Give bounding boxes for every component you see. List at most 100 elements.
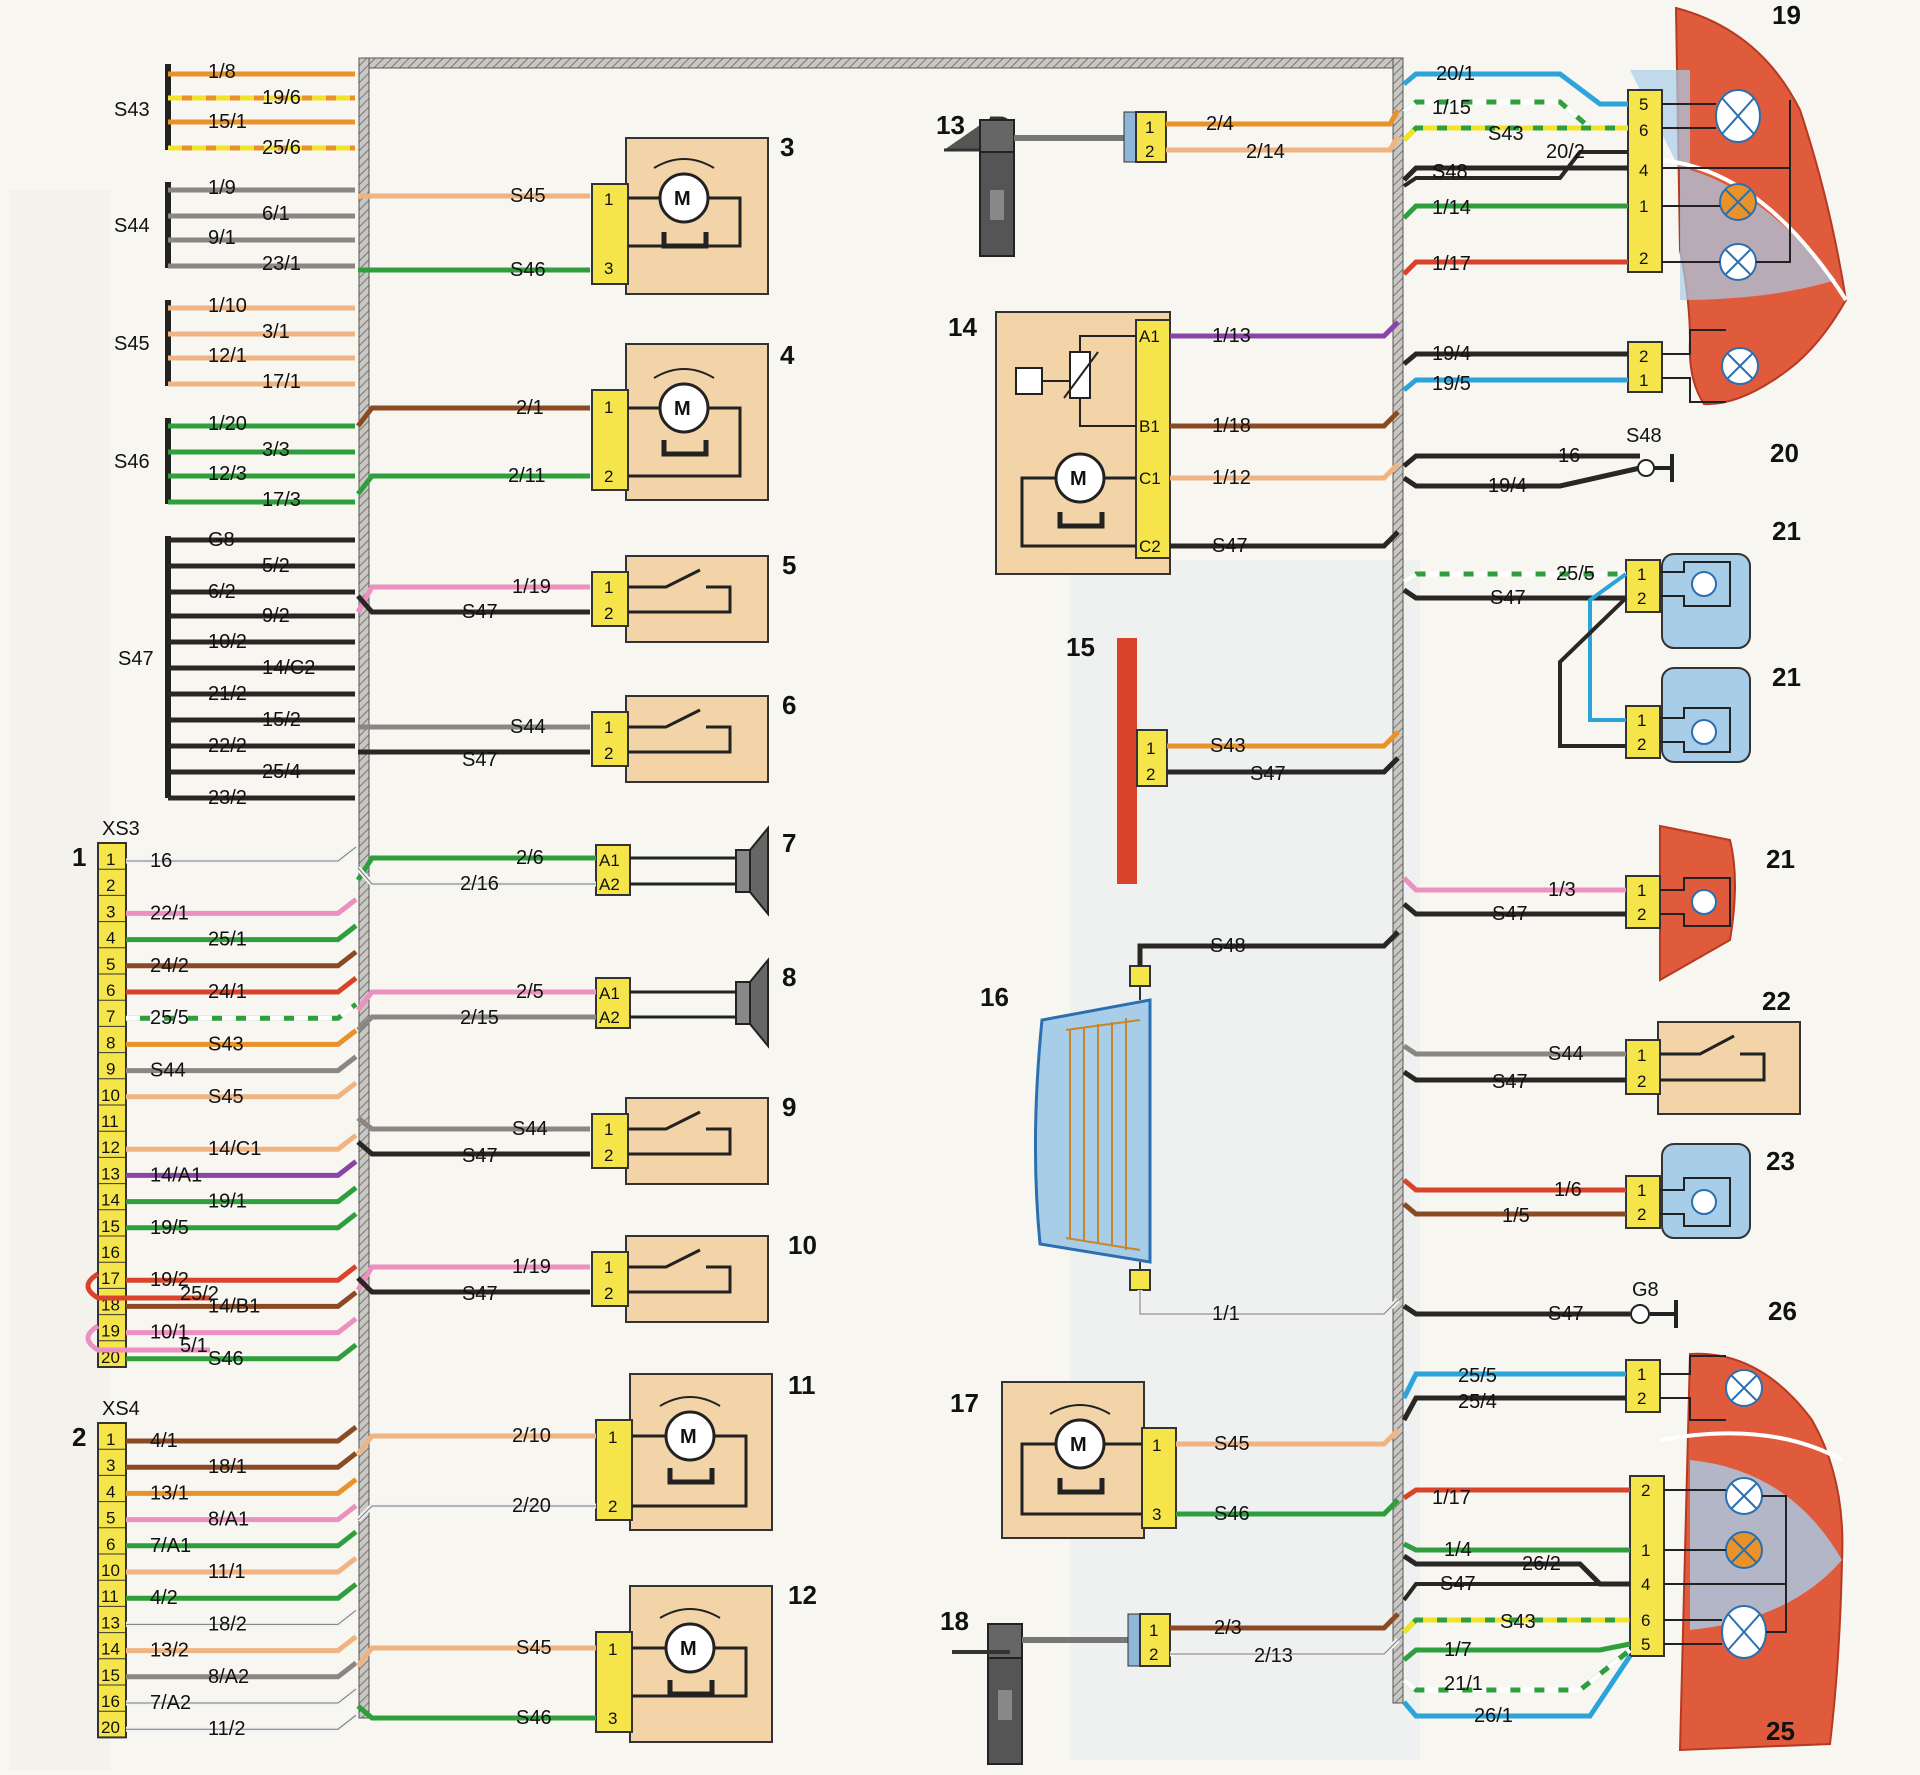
xs4-pin-5: 6 <box>106 1535 115 1554</box>
device-18-sensor: 1 2 2/3 2/13 18 <box>940 1606 1400 1765</box>
s45-wire-1: 1/10 <box>208 295 247 317</box>
d16-wire-1: S48 <box>1210 935 1246 957</box>
device-13-sensor: 1 2 2/4 2/14 13 <box>936 108 1401 257</box>
d5-pin-2: 2 <box>604 604 613 623</box>
component-10-number: 10 <box>788 1230 817 1260</box>
d5-pin-1: 1 <box>604 578 613 597</box>
device-17-motor: 1 3 M S45 S46 17 <box>950 1381 1400 1539</box>
motor-17-symbol: M <box>1070 1434 1087 1456</box>
d9-pin-2: 2 <box>604 1146 613 1165</box>
component-17-number: 17 <box>950 1388 979 1418</box>
d25-wire-6: 1/7 <box>1444 1639 1472 1661</box>
xs4-wire-6: 11/1 <box>208 1561 245 1583</box>
d26-ground: G8 <box>1632 1279 1659 1301</box>
device-14-controller: A1 B1 C1 C2 M 1/13 1/18 1/12 S47 14 <box>948 311 1400 575</box>
d12-wire-1: S45 <box>516 1637 552 1659</box>
component-13-number: 13 <box>936 110 965 140</box>
d19b-pin-2: 2 <box>1639 347 1648 366</box>
d6-pin-1: 1 <box>604 718 613 737</box>
s44-wire-1: 1/9 <box>208 177 236 199</box>
d25-wire-3: 26/2 <box>1522 1553 1561 1575</box>
d14-pin-c1: C1 <box>1139 469 1161 488</box>
xs3-pin-15: 15 <box>101 1217 120 1236</box>
device-3-motor: 1 3 M S45 S46 3 <box>358 132 794 295</box>
component-20-number: 20 <box>1770 438 1799 468</box>
xs3-wire-4: 25/1 <box>208 929 247 951</box>
component-7-number: 7 <box>782 828 796 858</box>
s46-wire-4: 17/3 <box>262 489 301 511</box>
xs3-loop-1: 25/2 <box>180 1283 219 1305</box>
d26-ground-wire: S47 <box>1548 1303 1584 1325</box>
xs3-pin-3: 3 <box>106 902 115 921</box>
d8-wire-1: 2/5 <box>516 981 544 1003</box>
d25-wire-5: S43 <box>1500 1611 1536 1633</box>
device-19-rear-lamp: 5 6 4 1 2 20/1 1/15 S43 S48 20/2 1/14 1/… <box>1402 0 1848 406</box>
device-23-switch: 1 2 S44 S47 22 <box>1402 986 1801 1115</box>
device-6-switch: 1 2 S44 S47 6 <box>358 690 796 783</box>
s45-wire-4: 17/1 <box>262 371 301 393</box>
component-21b-number: 21 <box>1772 662 1801 692</box>
xs4-pin-6: 10 <box>101 1561 120 1580</box>
xs4-pin-7: 11 <box>101 1587 119 1606</box>
d19-pin-4: 4 <box>1639 161 1648 180</box>
d24-wire-1: 1/6 <box>1554 1179 1582 1201</box>
xs4-pin-4: 5 <box>106 1509 115 1528</box>
component-25-number: 25 <box>1766 1716 1795 1746</box>
d14-wire-2: 1/18 <box>1212 415 1251 437</box>
s47-wire-6: 14/C2 <box>262 657 315 679</box>
s43-label: S43 <box>114 99 150 121</box>
d5-wire-2: S47 <box>462 601 498 623</box>
s43-wire-4: 25/6 <box>262 137 301 159</box>
device-26-25-rear-lamp: G8 S47 1 2 25/5 25/4 26 2 1 4 6 5 <box>1401 1279 1844 1752</box>
xs3-wire-1: 16 <box>150 850 172 872</box>
d10-wire-2: S47 <box>462 1283 498 1305</box>
xs3-pin-12: 12 <box>101 1138 120 1157</box>
component-9-number: 9 <box>782 1092 796 1122</box>
xs3-name: XS3 <box>102 818 140 840</box>
d17-wire-1: S45 <box>1214 1433 1250 1455</box>
component-16-number: 16 <box>980 982 1009 1012</box>
d18-wire-2: 2/13 <box>1254 1645 1293 1667</box>
d5-wire-1: 1/19 <box>512 576 551 598</box>
d22-pin-1: 1 <box>1637 881 1646 900</box>
s47-wire-9: 22/2 <box>208 735 247 757</box>
d26-wire-1: 25/5 <box>1458 1365 1497 1387</box>
d19-pin-5: 5 <box>1639 95 1648 114</box>
xs3-pin-4: 4 <box>106 929 115 948</box>
d21a-pin-1: 1 <box>1637 565 1646 584</box>
d4-wire-2: 2/11 <box>508 465 545 487</box>
component-6-number: 6 <box>782 690 796 720</box>
d7-pin-a2: A2 <box>599 875 620 894</box>
d25-wire-4: S47 <box>1440 1573 1476 1595</box>
d25-pin-5: 5 <box>1641 1635 1650 1654</box>
d25-pin-2: 2 <box>1641 1481 1650 1500</box>
d14-wire-3: 1/12 <box>1212 467 1251 489</box>
xs3-pin-6: 6 <box>106 981 115 1000</box>
d19-wire-5: 20/2 <box>1546 141 1585 163</box>
s45-wire-3: 12/1 <box>208 345 247 367</box>
device-5-switch: 1 2 1/19 S47 5 <box>355 550 796 643</box>
xs3-wire-6: 24/1 <box>208 981 247 1003</box>
d11-wire-2: 2/20 <box>512 1495 551 1517</box>
d22-pin-2: 2 <box>1637 905 1646 924</box>
d19-wire-9: 19/5 <box>1432 373 1471 395</box>
d21-wire-1: 25/5 <box>1556 563 1595 585</box>
d11-pin-1: 1 <box>608 1428 617 1447</box>
d7-wire-2: 2/16 <box>460 873 499 895</box>
component-8-number: 8 <box>782 962 796 992</box>
d12-pin-3: 3 <box>608 1709 617 1728</box>
d23-wire-2: S47 <box>1492 1071 1528 1093</box>
d4-wire-1: 2/1 <box>516 397 544 419</box>
xs3-wire-18: 14/B1 <box>208 1295 260 1317</box>
device-11-motor: 1 2 M 2/10 2/20 11 <box>356 1370 816 1531</box>
d13-pin-1: 1 <box>1145 118 1154 137</box>
s43-wire-3: 15/1 <box>208 111 247 133</box>
s46-wire-1: 1/20 <box>208 413 247 435</box>
d15-wire-2: S47 <box>1250 763 1286 785</box>
s47-wire-5: 10/2 <box>208 631 247 653</box>
device-24-lamp: 1 2 1/6 1/5 23 <box>1402 1143 1795 1239</box>
xs4-wire-10: 8/A2 <box>208 1666 249 1688</box>
device-7-speaker: A1 A2 2/6 2/16 7 <box>355 825 796 917</box>
d3-wire-2: S46 <box>510 259 546 281</box>
d15-wire-1: S43 <box>1210 735 1246 757</box>
